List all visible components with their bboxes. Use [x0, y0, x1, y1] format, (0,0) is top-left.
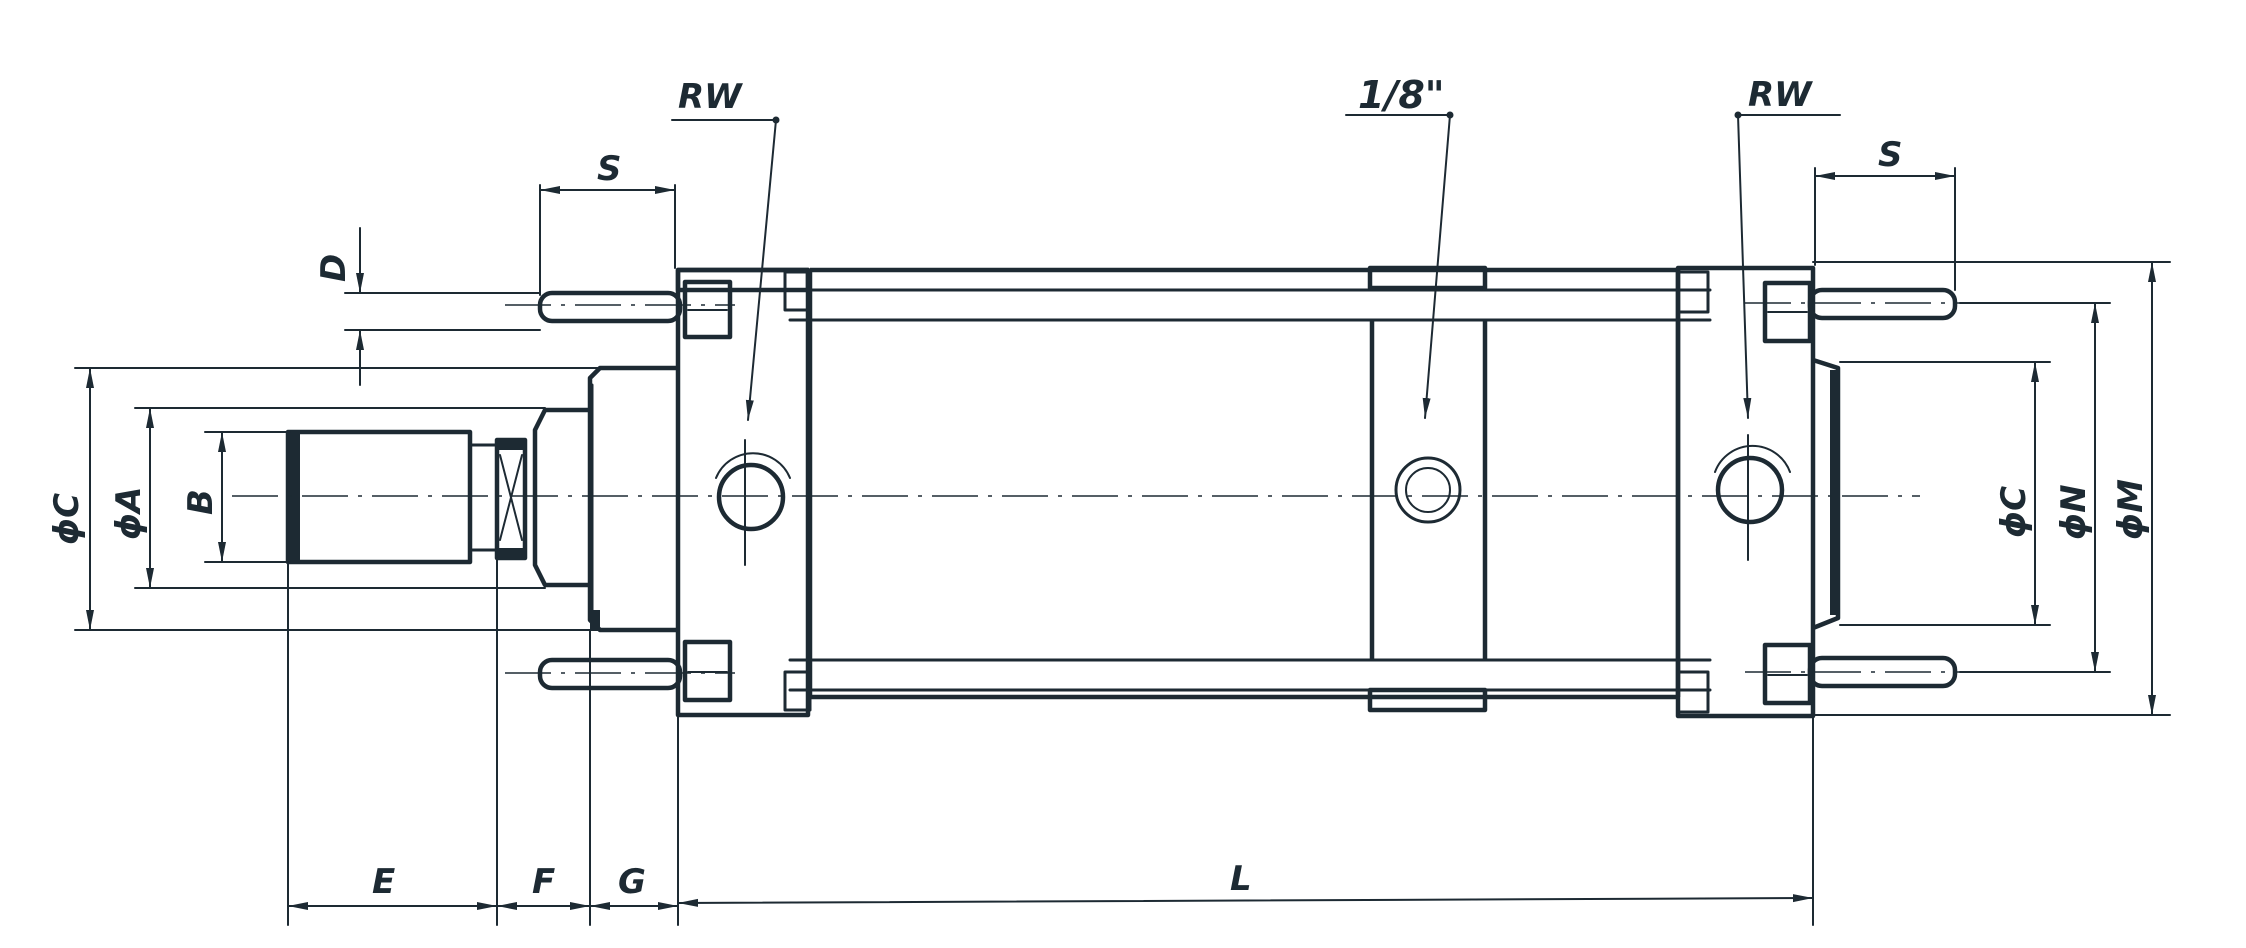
- dim-s-right: [1814, 167, 1956, 291]
- label-phi-a: ϕA: [109, 487, 149, 540]
- label-d: D: [314, 254, 354, 282]
- dim-bottom-chain: [287, 557, 1814, 926]
- front-tie-rod-ends: [537, 279, 733, 703]
- front-end-cap: [675, 267, 812, 718]
- dim-d: [344, 227, 541, 386]
- label-phi-m: ϕM: [2111, 479, 2151, 540]
- port-leader: [1345, 111, 1454, 419]
- front-gland: [587, 365, 678, 633]
- rear-tie-rod-ends: [1762, 280, 1958, 706]
- dim-b: [204, 431, 291, 563]
- dim-phi-n: [1959, 302, 2111, 673]
- label-g: G: [618, 862, 646, 902]
- dim-s-left: [539, 184, 676, 296]
- label-phi-c-right: ϕC: [1994, 486, 2034, 538]
- rw-left-leader: [671, 116, 780, 421]
- dim-phi-c-left: [74, 367, 601, 631]
- center-port-band: [1367, 265, 1488, 713]
- dim-phi-c-right: [1839, 361, 2051, 626]
- dim-phi-m: [1812, 261, 2171, 716]
- label-rw-left: RW: [678, 77, 743, 117]
- piston-rod-assembly: [285, 407, 590, 588]
- label-e: E: [372, 862, 395, 902]
- label-phi-c-left: ϕC: [47, 493, 87, 545]
- label-rw-right: RW: [1748, 75, 1813, 115]
- label-b: B: [181, 489, 221, 515]
- rw-right-leader: [1734, 111, 1841, 419]
- cylinder-barrel: [788, 267, 1712, 700]
- label-phi-n: ϕN: [2054, 484, 2094, 540]
- label-l: L: [1230, 859, 1252, 899]
- dim-phi-a: [134, 407, 546, 589]
- label-port: 1/8": [1358, 73, 1445, 117]
- label-s-left: S: [597, 149, 622, 189]
- label-f: F: [532, 862, 555, 902]
- label-s-right: S: [1878, 135, 1903, 175]
- rear-end-cap: [1675, 265, 1841, 719]
- center-lines: [232, 302, 1990, 674]
